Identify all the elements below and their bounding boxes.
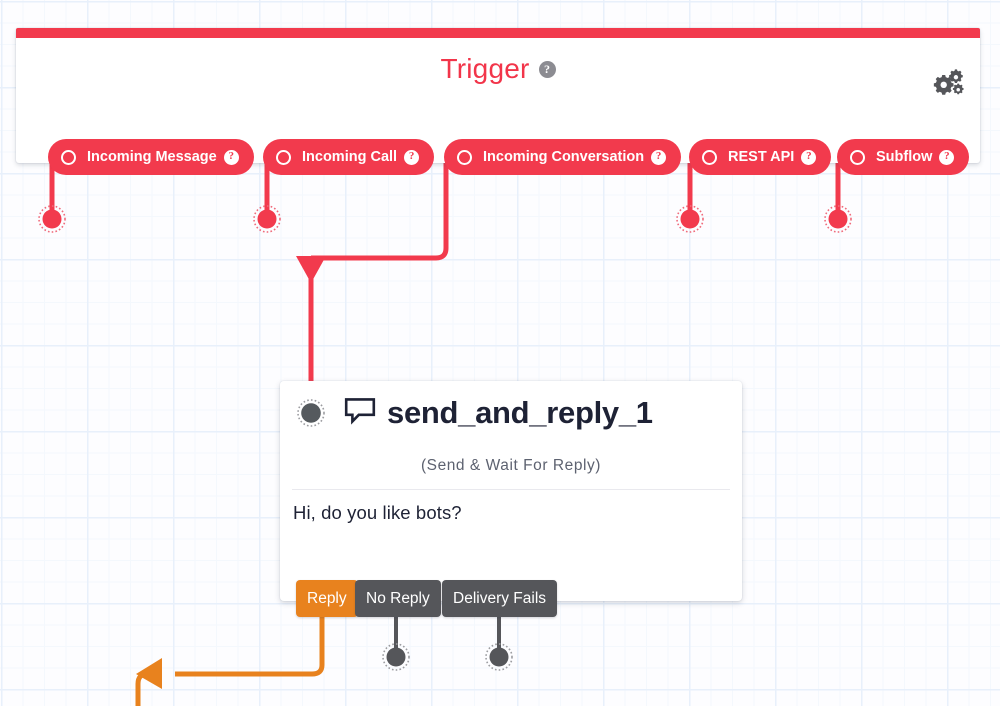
node-message-text: Hi, do you like bots? xyxy=(293,502,462,523)
speech-bubble-icon xyxy=(344,397,376,430)
connection-dot-icon xyxy=(382,643,410,671)
trigger-option-label: REST API xyxy=(728,149,795,165)
connector-reply-tail xyxy=(135,671,150,706)
node-input-port[interactable] xyxy=(296,398,326,428)
arrowhead-down-red xyxy=(296,256,326,283)
radio-unchecked-icon[interactable] xyxy=(457,149,472,165)
trigger-panel-accent-bar xyxy=(16,28,980,38)
question-mark-circle-icon[interactable]: ? xyxy=(801,149,817,165)
outcome-label: No Reply xyxy=(366,589,430,607)
connector-incoming-conversation-to-node xyxy=(311,146,449,261)
speech-bubble-icon-glyph xyxy=(344,397,376,425)
gears-icon[interactable] xyxy=(932,68,966,98)
trigger-option-incoming-call[interactable]: Incoming Call ? xyxy=(263,139,435,175)
endpoint-dot-delivery-fails[interactable] xyxy=(484,642,514,672)
trigger-option-label: Subflow xyxy=(876,149,933,165)
trigger-title-row: Trigger ? xyxy=(16,38,980,100)
connection-dot-icon xyxy=(824,205,852,233)
connection-dot-icon xyxy=(676,205,704,233)
endpoint-dot-incoming-call[interactable] xyxy=(252,204,282,234)
connection-dot-icon xyxy=(253,205,281,233)
radio-unchecked-icon[interactable] xyxy=(276,149,291,165)
radio-unchecked-icon[interactable] xyxy=(702,149,717,165)
question-mark-circle-icon[interactable]: ? xyxy=(404,149,420,165)
endpoint-dot-no-reply[interactable] xyxy=(381,642,411,672)
trigger-option-rest-api[interactable]: REST API ? xyxy=(689,139,832,175)
trigger-panel[interactable]: Trigger ? Incoming Message ? Incoming Ca… xyxy=(16,28,980,175)
gears-icon-glyph xyxy=(933,69,964,95)
radio-unchecked-icon[interactable] xyxy=(61,149,76,165)
question-mark-circle-icon[interactable]: ? xyxy=(651,149,667,165)
endpoint-dot-incoming-message[interactable] xyxy=(37,204,67,234)
trigger-option-label: Incoming Call xyxy=(302,149,398,165)
radio-unchecked-icon[interactable] xyxy=(850,149,865,165)
question-mark-circle-icon[interactable]: ? xyxy=(939,149,955,165)
outcome-button-no-reply[interactable]: No Reply xyxy=(355,580,441,617)
trigger-option-incoming-conversation[interactable]: Incoming Conversation ? xyxy=(444,139,682,175)
trigger-option-incoming-message[interactable]: Incoming Message ? xyxy=(48,139,254,175)
endpoint-dot-rest-api[interactable] xyxy=(675,204,705,234)
question-mark-circle-icon[interactable]: ? xyxy=(538,60,556,78)
question-mark-circle-icon[interactable]: ? xyxy=(223,149,239,165)
flow-node-send-and-reply-1[interactable]: send_and_reply_1 (Send & Wait For Reply)… xyxy=(280,381,742,601)
divider xyxy=(292,489,730,490)
connector-reply-elbow xyxy=(175,612,325,677)
outcome-button-delivery-fails[interactable]: Delivery Fails xyxy=(442,580,558,617)
connection-dot-icon xyxy=(38,205,66,233)
endpoint-dot-subflow[interactable] xyxy=(823,204,853,234)
page-title: Trigger xyxy=(440,53,530,84)
node-subtitle: (Send & Wait For Reply) xyxy=(420,457,602,474)
node-title: send_and_reply_1 xyxy=(387,395,653,430)
trigger-options-row: Incoming Message ? Incoming Call ? Incom… xyxy=(16,28,980,175)
connection-dot-icon xyxy=(485,643,513,671)
trigger-option-subflow[interactable]: Subflow ? xyxy=(837,139,970,175)
trigger-option-label: Incoming Message xyxy=(87,149,217,165)
connection-dot-icon xyxy=(297,399,325,427)
outcome-label: Delivery Fails xyxy=(453,589,547,607)
trigger-option-label: Incoming Conversation xyxy=(483,149,645,165)
outcome-button-reply[interactable]: Reply xyxy=(296,580,358,617)
outcome-label: Reply xyxy=(307,589,347,607)
node-header: send_and_reply_1 xyxy=(280,381,742,445)
